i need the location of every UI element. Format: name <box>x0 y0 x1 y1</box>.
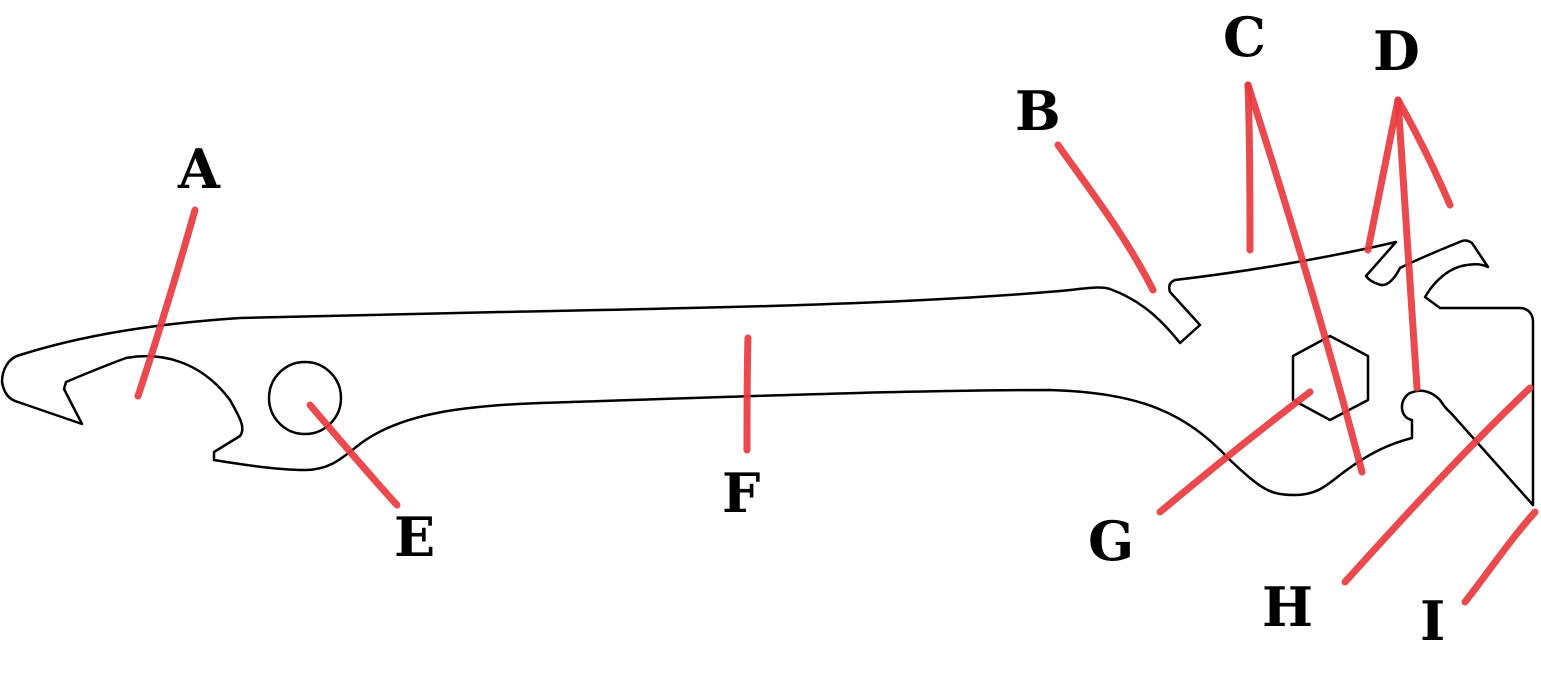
leader-d-3 <box>1394 96 1454 209</box>
leader-a <box>134 206 199 400</box>
leader-lines <box>134 81 1539 606</box>
leader-d-2 <box>1394 96 1421 392</box>
tool-body-outline <box>0 239 1535 507</box>
part-labels: A B C D E F G H I <box>177 5 1445 653</box>
label-i: I <box>1420 589 1445 653</box>
label-d: D <box>1373 19 1420 83</box>
leader-f <box>743 334 752 454</box>
leader-g <box>1156 388 1314 516</box>
leader-e <box>306 401 401 509</box>
label-a: A <box>177 137 221 201</box>
leader-b <box>1054 141 1157 294</box>
label-h: H <box>1262 575 1313 639</box>
round-hole <box>267 360 343 436</box>
label-f: F <box>722 461 760 525</box>
leader-h <box>1341 384 1534 586</box>
leader-c-2 <box>1244 81 1366 476</box>
leader-d-1 <box>1364 96 1402 254</box>
label-b: B <box>1015 79 1061 143</box>
leader-c-1 <box>1244 81 1254 254</box>
hexagon-hole <box>1291 334 1370 422</box>
leader-i <box>1461 508 1539 606</box>
label-e: E <box>394 505 435 569</box>
label-c: C <box>1223 5 1266 69</box>
label-g: G <box>1088 509 1134 573</box>
